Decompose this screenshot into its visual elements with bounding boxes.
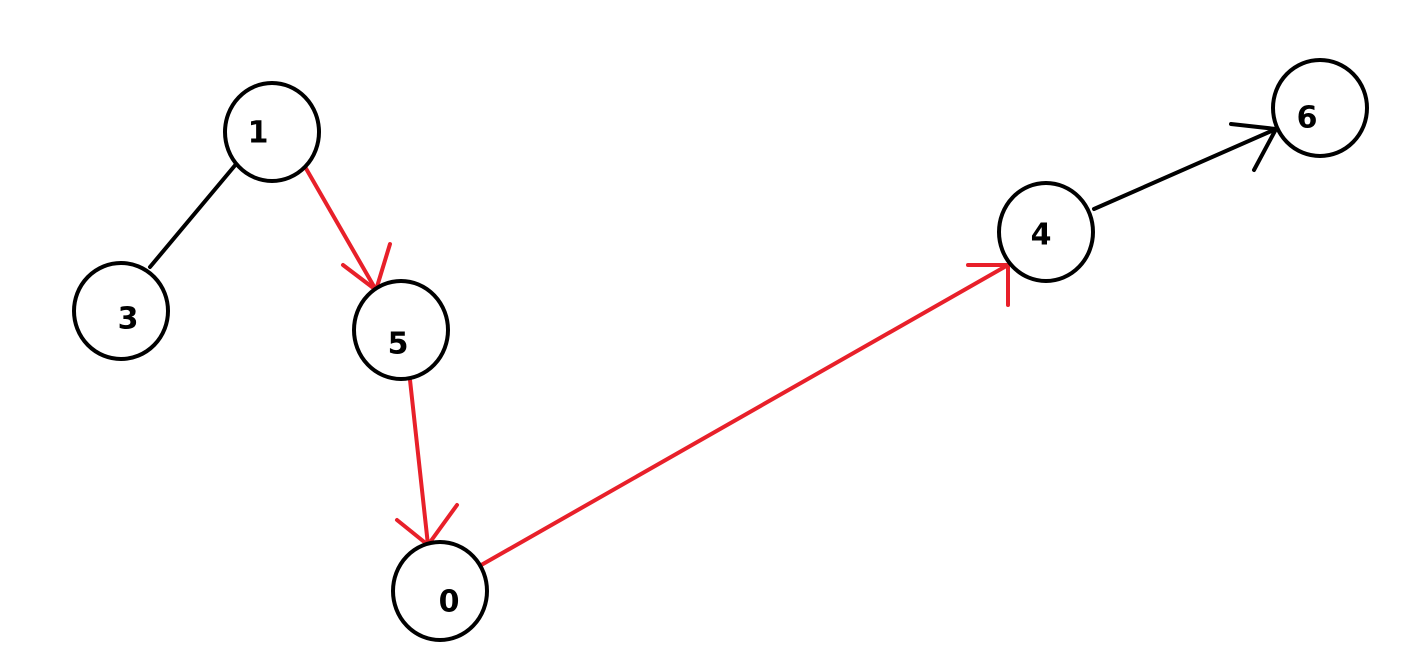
- edge-line: [148, 161, 239, 269]
- edge-1-3: [148, 161, 239, 269]
- node-5: 5: [352, 279, 450, 381]
- node-circle: [352, 279, 450, 381]
- node-circle: [223, 81, 321, 183]
- node-circle: [1271, 58, 1369, 158]
- edge-line: [302, 163, 378, 292]
- edge-4-6: [1092, 122, 1278, 211]
- node-circle: [72, 261, 170, 361]
- node-circle: [997, 181, 1095, 283]
- node-1: 1: [223, 81, 321, 183]
- arrowhead-stroke: [1229, 122, 1278, 131]
- edge-0-4: [474, 263, 1010, 570]
- nodes-layer: 1 3 5 0 4 6: [72, 58, 1369, 642]
- edge-1-5: [302, 163, 392, 292]
- arrowhead-stroke: [1252, 127, 1278, 172]
- node-label: 3: [118, 302, 139, 337]
- node-label: 1: [248, 116, 269, 151]
- edges-layer: [148, 122, 1278, 570]
- node-label: 6: [1297, 101, 1318, 136]
- edge-line: [474, 263, 1010, 570]
- node-3: 3: [72, 261, 170, 361]
- arrowhead-stroke: [374, 242, 392, 292]
- node-label: 0: [439, 585, 460, 620]
- node-label: 5: [388, 327, 409, 362]
- edge-line: [1092, 127, 1278, 211]
- arrowhead-stroke: [341, 263, 378, 292]
- node-4: 4: [997, 181, 1095, 283]
- node-circle: [391, 540, 489, 642]
- arrowhead-stroke: [395, 518, 430, 547]
- edge-line: [408, 378, 430, 547]
- node-0: 0: [391, 540, 489, 642]
- arrowhead-stroke: [426, 503, 459, 547]
- node-label: 4: [1031, 218, 1052, 253]
- edge-5-0: [395, 378, 459, 547]
- node-6: 6: [1271, 58, 1369, 158]
